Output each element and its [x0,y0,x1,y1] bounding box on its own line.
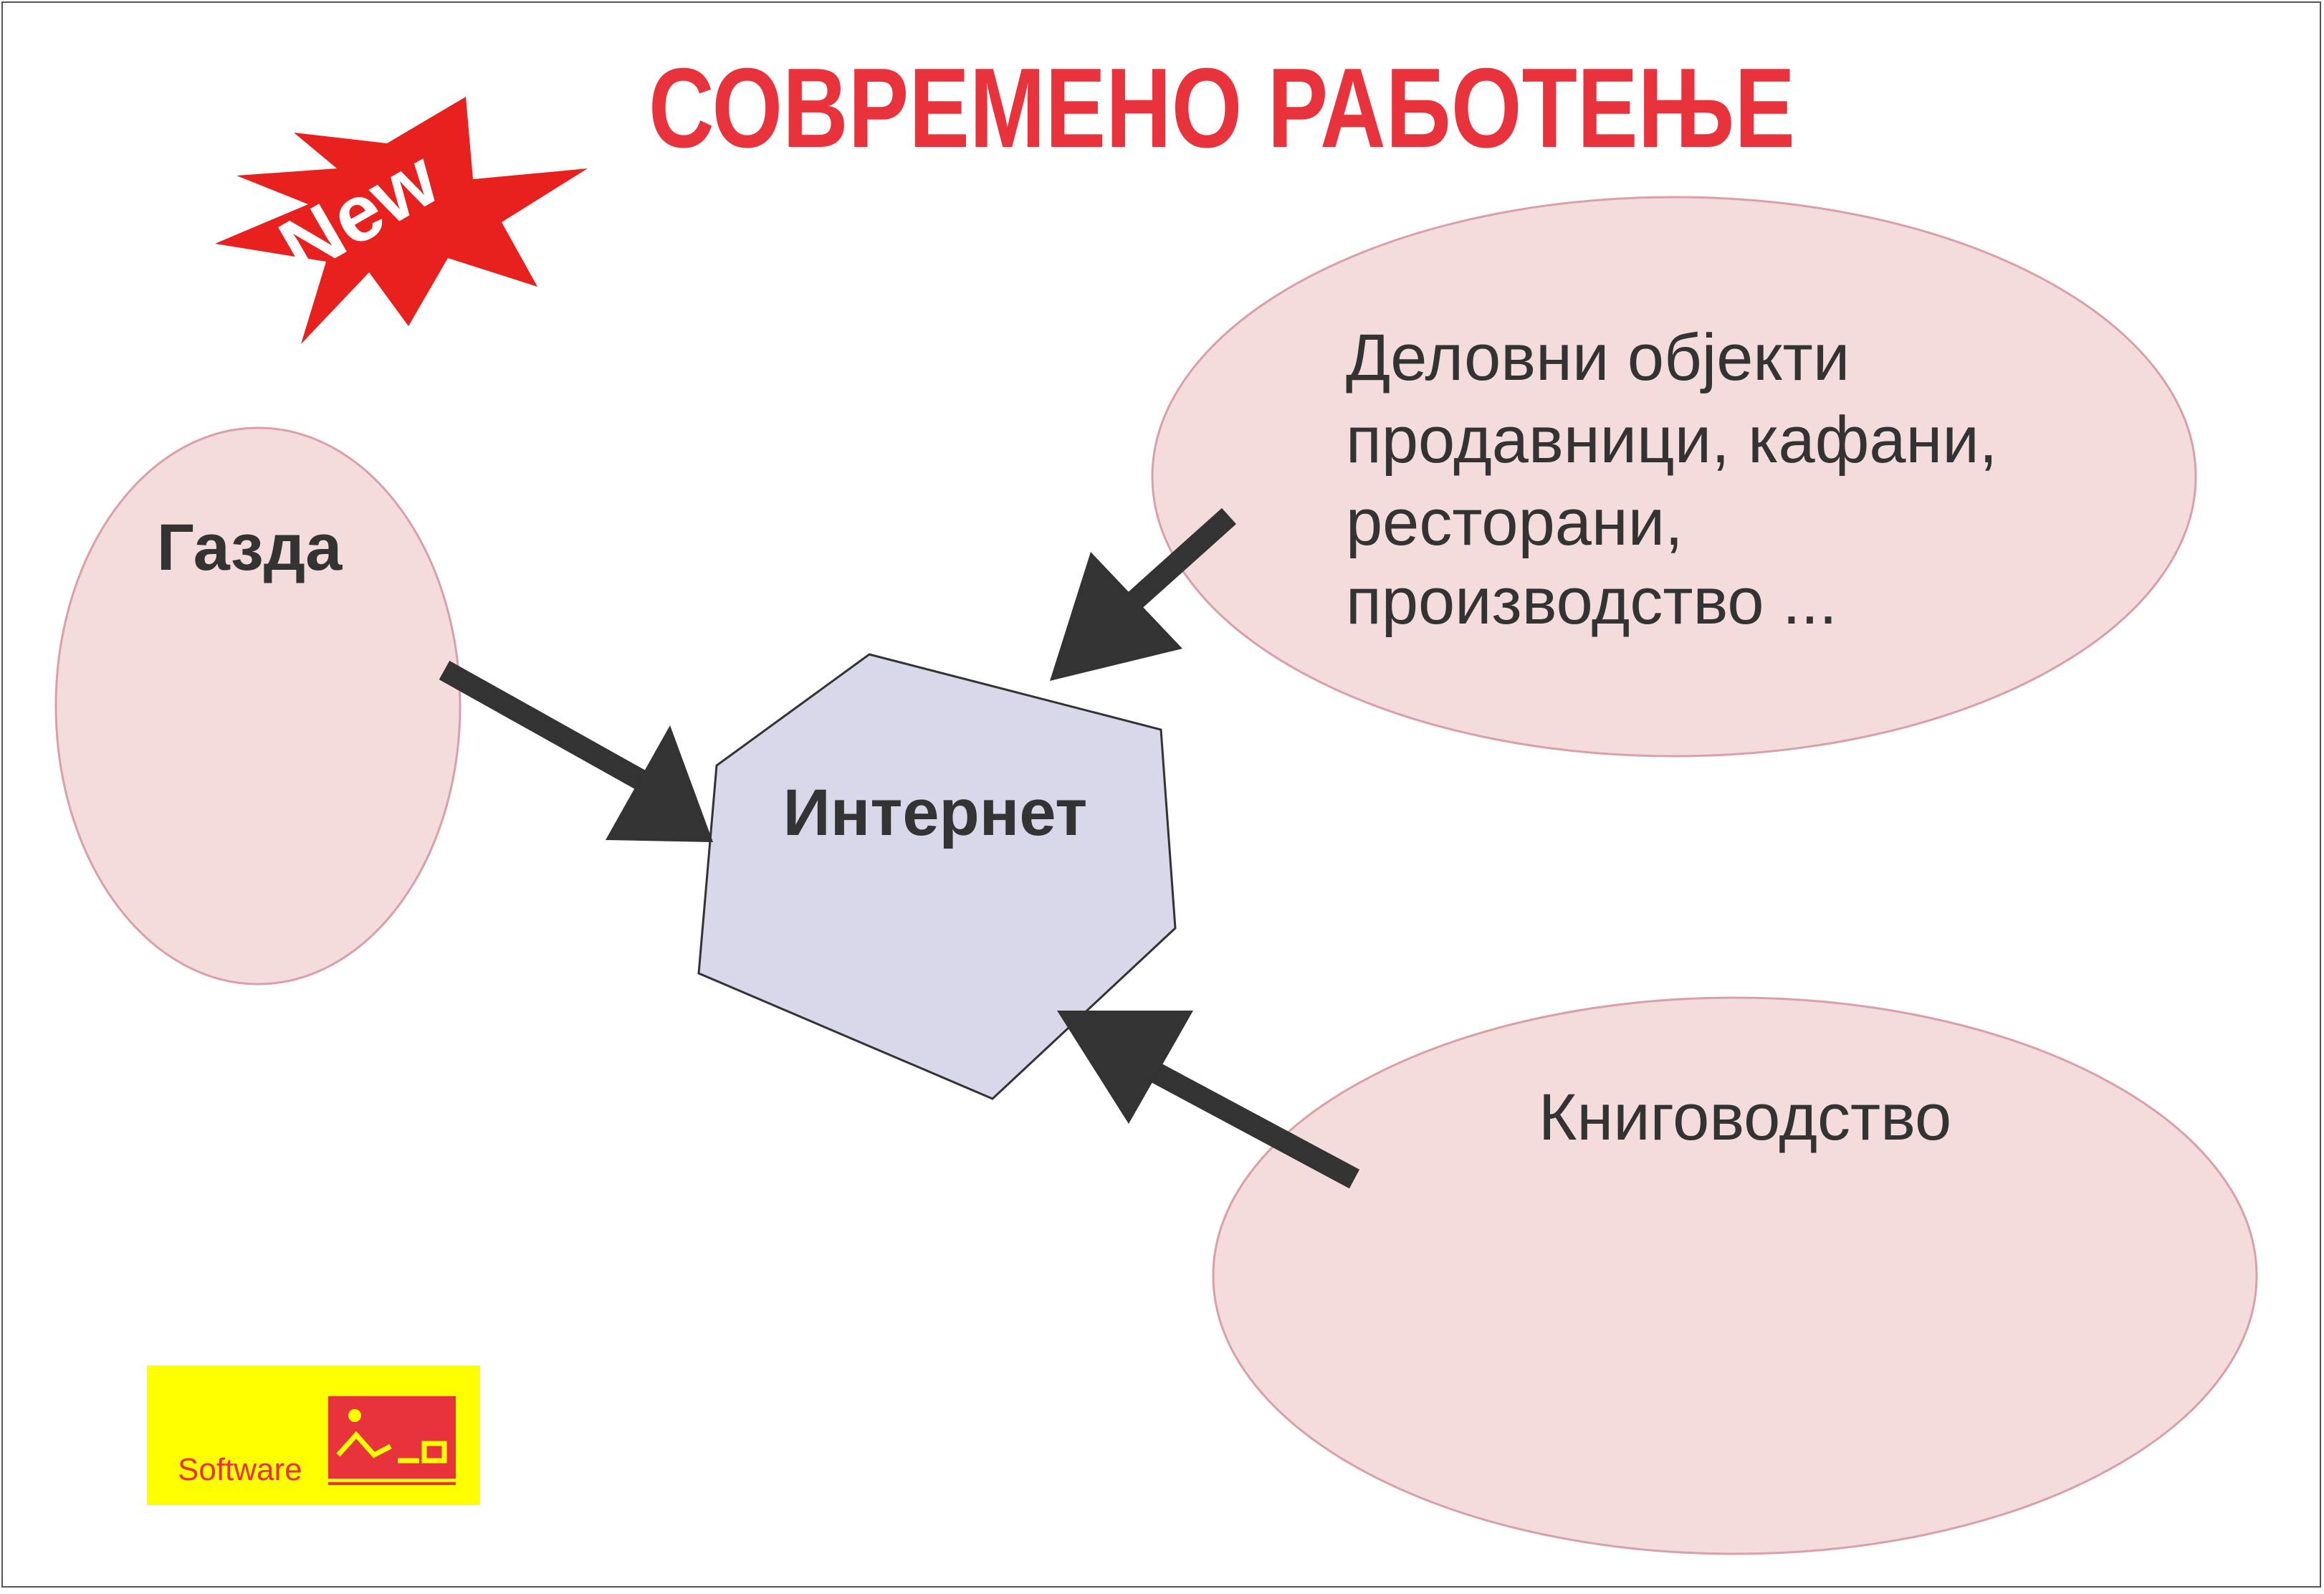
logo-dot [348,1409,361,1422]
owner-label: Газда [157,511,343,584]
business-label-line-1: Деловни објекти [1346,321,1850,394]
arrow-accounting-to-internet [1057,1011,1360,1189]
internet-hexagon [697,653,1177,1100]
logo-mark-stroke-1 [336,1431,392,1459]
business-ellipse [1151,196,2197,758]
logo-text: Software [178,1452,302,1487]
ino-logo-icon [328,1396,456,1479]
arrowhead-icon [1057,1011,1193,1124]
business-label-line-4: производство ... [1346,565,1837,638]
owner-node: Газда [54,426,462,985]
accounting-label: Книговодство [1539,1081,1951,1154]
owner-ellipse [54,426,462,985]
accounting-node: Книговодство [1212,996,2258,1555]
software-logo: Software [147,1365,480,1505]
internet-node: Интернет [697,653,1177,1100]
business-node: Деловни објекти продавници, кафани, рест… [1151,196,2197,758]
arrowhead-icon [606,725,713,842]
accounting-ellipse [1212,996,2258,1555]
internet-label: Интернет [783,776,1088,849]
starburst-icon [215,97,588,344]
page-title: СОВРЕМЕНО РАБОТЕЊЕ [649,45,1795,171]
logo-mark-o [421,1441,447,1464]
business-label-line-2: продавници, кафани, [1346,404,1997,477]
arrow-owner-to-internet [439,660,713,842]
business-label-line-3: ресторани, [1346,486,1683,559]
arrowhead-icon [1050,552,1182,681]
arrow-business-to-internet [1050,507,1237,681]
